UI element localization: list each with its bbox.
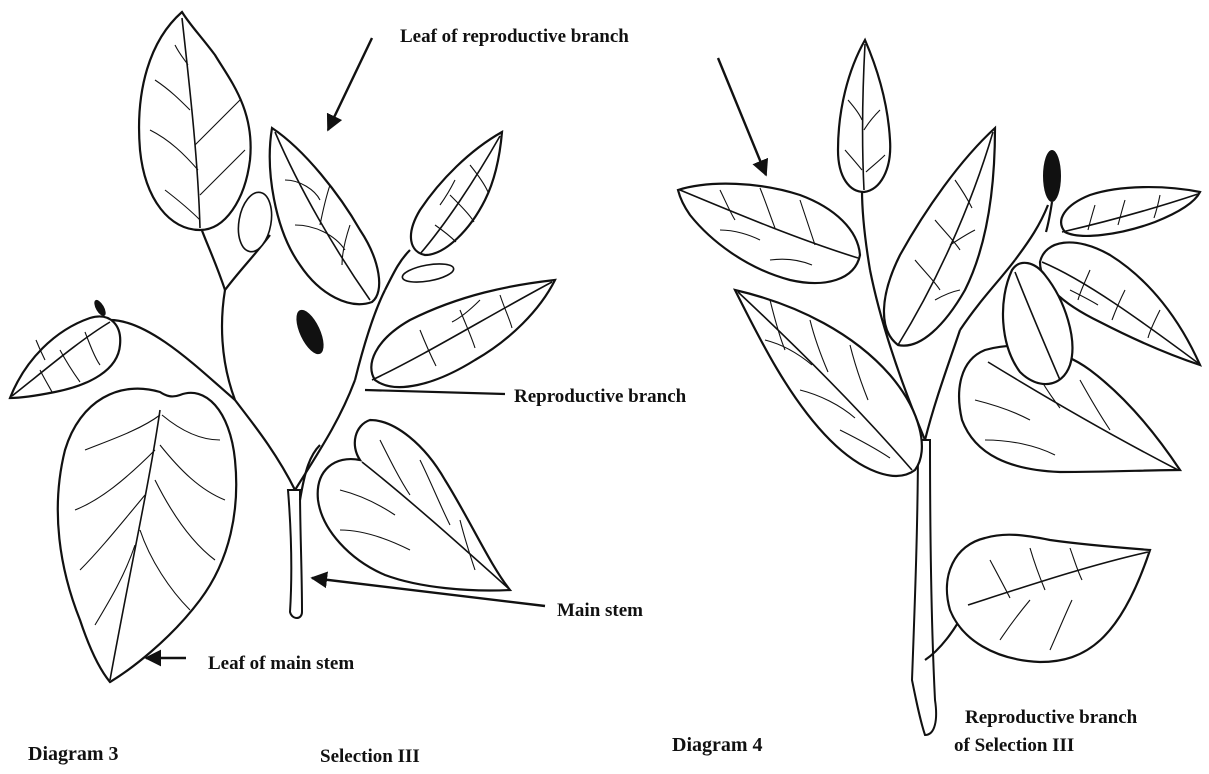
label-repro-branch-sel3-line1: Reproductive branch (965, 707, 1138, 728)
d4-leaf-upper-right (1061, 187, 1200, 236)
label-selection-3: Selection III (320, 746, 420, 767)
leaf-of-main-stem (58, 389, 236, 682)
d4-leaf-center (884, 128, 995, 346)
leaf-left-small (10, 317, 120, 398)
arrow-reproductive-branch (365, 390, 505, 394)
diagram-4-plant (678, 40, 1200, 735)
label-leaf-main-stem: Leaf of main stem (208, 653, 354, 674)
leaf-reproductive-upper (270, 128, 379, 304)
arrow-leaf-reproductive-d3 (328, 38, 372, 130)
label-main-stem: Main stem (557, 600, 643, 621)
diagram4-main-stem (912, 440, 936, 735)
label-leaf-reproductive-branch: Leaf of reproductive branch (400, 26, 629, 47)
d4-leaf-left (678, 184, 860, 283)
d4-leaf-bottom (947, 535, 1150, 662)
main-stem-shape (288, 490, 302, 618)
arrow-leaf-reproductive-d4 (718, 58, 766, 175)
diagram-3-plant (10, 12, 555, 682)
leaf-upper-right (411, 132, 502, 255)
leaf-top-left (139, 12, 251, 230)
label-diagram-4: Diagram 4 (672, 734, 763, 756)
label-reproductive-branch: Reproductive branch (514, 386, 687, 407)
label-diagram-3: Diagram 3 (28, 743, 119, 765)
label-repro-branch-sel3-line2: of Selection III (954, 735, 1074, 756)
